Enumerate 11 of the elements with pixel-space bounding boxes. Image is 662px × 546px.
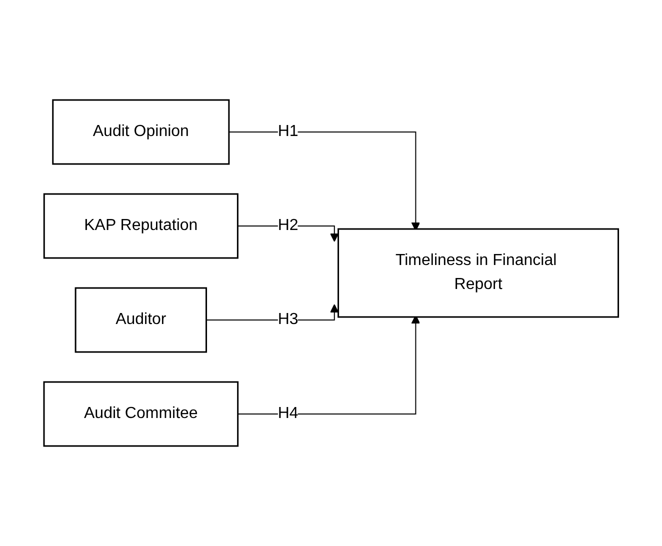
edge-label: H4 — [278, 405, 298, 422]
arrow — [206, 304, 339, 320]
arrow — [237, 226, 339, 242]
edge-label: H2 — [278, 217, 298, 234]
node-box: Audit Opinion — [52, 99, 230, 165]
node-box: Timeliness in Financial Report — [337, 228, 619, 318]
node-box: Auditor — [74, 287, 207, 353]
node-box: Audit Commitee — [43, 381, 238, 447]
edge-label: H3 — [278, 311, 298, 328]
edge-label: H1 — [278, 123, 298, 140]
node-box: KAP Reputation — [43, 193, 238, 259]
